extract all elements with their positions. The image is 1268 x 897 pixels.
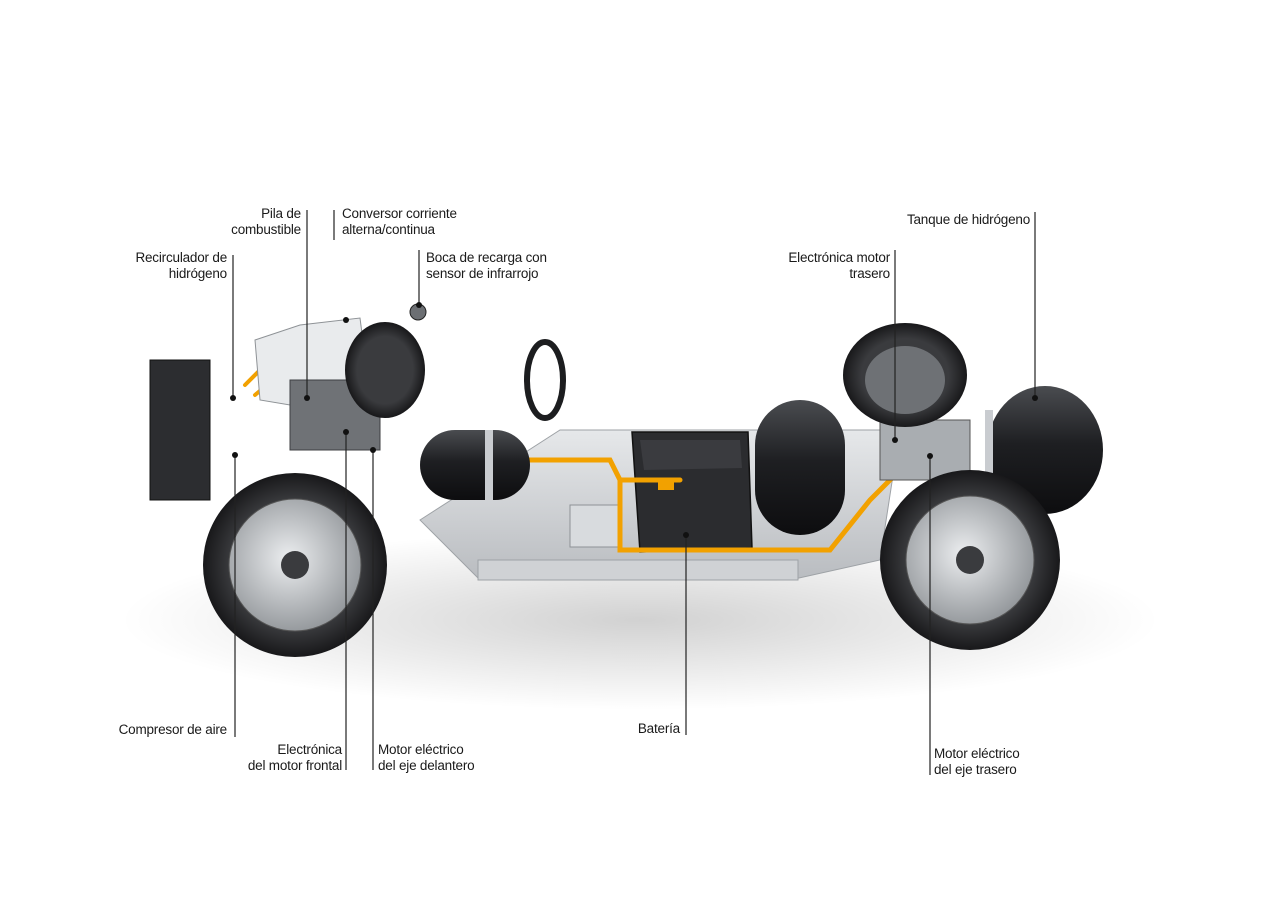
rear-wheel-far (843, 323, 967, 427)
battery-module (569, 504, 621, 548)
label-line: Electrónica (277, 742, 342, 757)
label-line: Motor eléctrico (934, 746, 1020, 761)
front-wheel (203, 473, 387, 657)
label-line: Pila de (261, 206, 301, 221)
center-tank (420, 430, 530, 500)
front-wheel-far (345, 322, 425, 418)
label-line: sensor de infrarrojo (426, 266, 539, 281)
label-line: Boca de recarga con (426, 250, 547, 265)
leader-lines (230, 210, 1038, 775)
label-battery: Batería (638, 721, 680, 737)
label-hydrogen-recirculator: Recirculador de hidrógeno (135, 250, 227, 282)
label-line: del motor frontal (247, 758, 342, 773)
battery-top (640, 440, 742, 470)
label-line: Electrónica motor (788, 250, 890, 265)
steering-wheel (524, 339, 566, 421)
label-line: trasero (849, 266, 890, 281)
label-hydrogen-tank: Tanque de hidrógeno (907, 212, 1030, 228)
floor-rail (477, 559, 799, 581)
hv-cable (517, 457, 903, 553)
label-line: hidrógeno (168, 266, 227, 281)
cable-connector (658, 478, 674, 490)
rear-tank-vertical (755, 400, 845, 535)
label-ac-dc-converter: Conversor corriente alterna/continua (342, 206, 457, 238)
label-front-motor-electronics: Electrónica del motor frontal (248, 742, 342, 774)
rear-tank-band (985, 410, 993, 490)
label-line: alterna/continua (342, 222, 435, 237)
label-line: Motor eléctrico (378, 742, 464, 757)
label-recharge-port: Boca de recarga con sensor de infrarrojo (426, 250, 547, 282)
label-fuel-cell: Pila de combustible (231, 206, 301, 238)
label-rear-axle-motor: Motor eléctrico del eje trasero (934, 746, 1020, 778)
label-line: del eje delantero (378, 758, 475, 773)
label-front-axle-motor: Motor eléctrico del eje delantero (378, 742, 475, 774)
rear-drive-unit (879, 419, 971, 481)
label-air-compressor: Compresor de aire (118, 722, 228, 738)
label-line: Conversor corriente (342, 206, 457, 221)
label-rear-motor-electronics: Electrónica motor trasero (788, 250, 890, 282)
rear-tank-cross (987, 386, 1103, 514)
radiator (149, 359, 211, 501)
tank-strap (485, 430, 493, 500)
label-line: Tanque de hidrógeno (906, 212, 1030, 227)
rear-wheel (880, 470, 1060, 650)
label-line: Compresor de aire (118, 722, 228, 737)
label-line: combustible (231, 222, 301, 237)
label-line: del eje trasero (934, 762, 1017, 777)
label-line: Recirculador de (135, 250, 227, 265)
label-line: Batería (637, 721, 680, 736)
